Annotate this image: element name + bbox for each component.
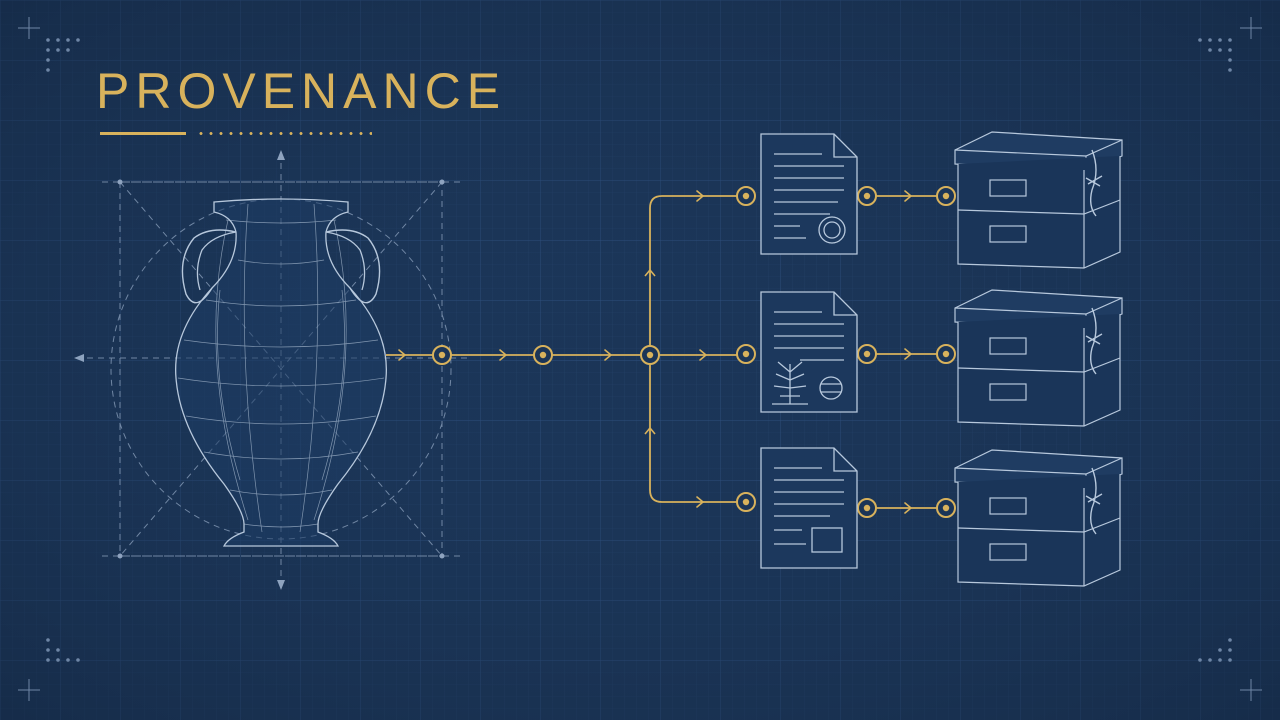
- archive-boxes-icon: [954, 131, 1123, 269]
- edge-artifact-to-document-1: [649, 195, 746, 355]
- archive-boxes-icon: [954, 449, 1123, 587]
- connector-arrowheads: [398, 190, 912, 514]
- title-dotted-rule: [196, 132, 372, 135]
- sealed-certificate-icon: [760, 133, 858, 255]
- amphora-icon: [174, 198, 388, 547]
- connector-lines: [386, 195, 946, 509]
- construction-markers: [74, 150, 445, 590]
- title-underline: [100, 132, 186, 135]
- form-document-icon: [760, 447, 858, 569]
- botanical-document-icon: [760, 291, 858, 413]
- edge-artifact-to-document-3: [649, 355, 746, 503]
- corner-marks: [18, 17, 1262, 701]
- archive-boxes-icon: [954, 289, 1123, 427]
- page-title: PROVENANCE: [96, 63, 507, 119]
